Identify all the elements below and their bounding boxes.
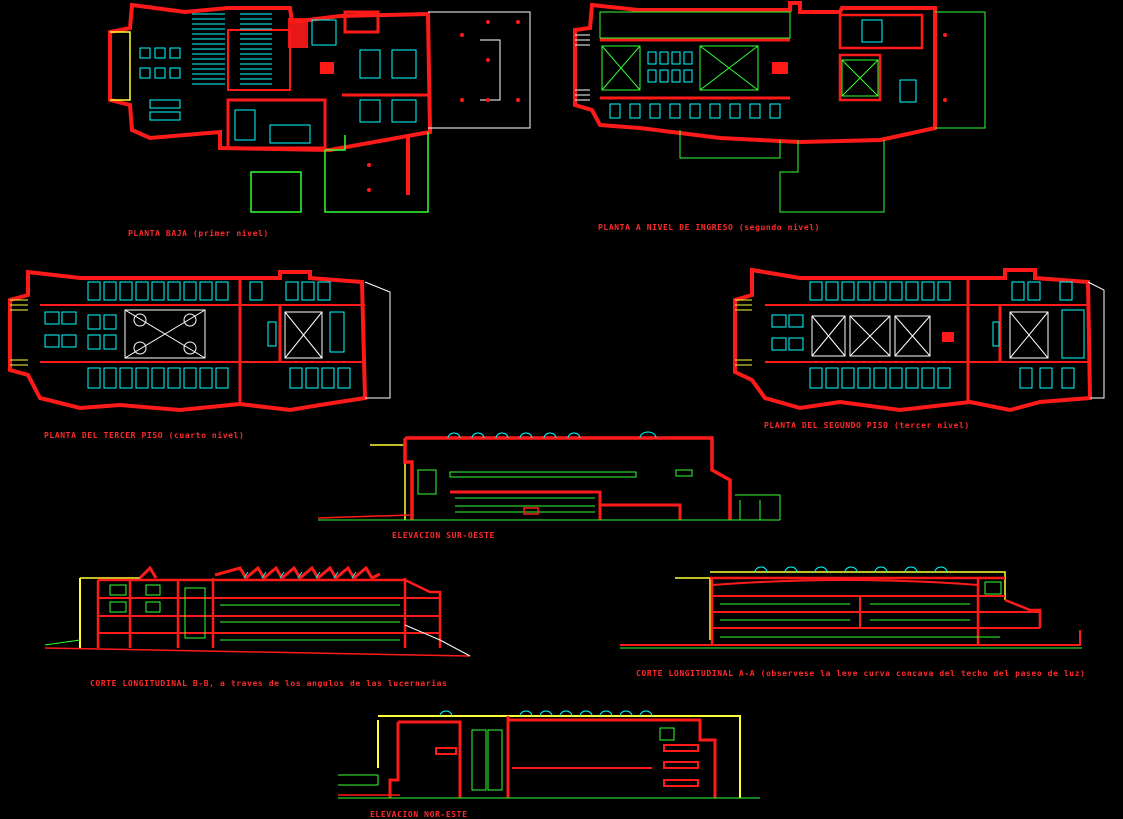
plan-third-floor	[8, 269, 391, 413]
label-plan-third-floor: PLANTA DEL TERCER PISO (cuarto nivel)	[44, 430, 244, 440]
label-section-aa: CORTE LONGITUDINAL A-A (observese la lev…	[636, 669, 1086, 678]
plan-ground-floor	[108, 2, 531, 213]
section-bb	[44, 565, 471, 657]
label-section-bb: CORTE LONGITUDINAL B-B, a traves de los …	[90, 678, 447, 688]
label-plan-second-floor: PLANTA DEL SEGUNDO PISO (tercer nivel)	[764, 420, 970, 430]
plan-second-floor	[733, 267, 1105, 413]
elevation-southwest	[317, 431, 781, 521]
plan-access-level	[573, 1, 986, 213]
elevation-northeast	[338, 710, 760, 799]
section-aa	[620, 566, 1082, 649]
label-plan-access-level: PLANTA A NIVEL DE INGRESO (segundo nivel…	[598, 222, 820, 232]
label-elevation-southwest: ELEVACION SUR-OESTE	[392, 531, 495, 540]
label-elevation-northeast: ELEVACION NOR-ESTE	[370, 810, 468, 819]
label-plan-ground-floor: PLANTA BAJA (primer nivel)	[128, 228, 269, 238]
